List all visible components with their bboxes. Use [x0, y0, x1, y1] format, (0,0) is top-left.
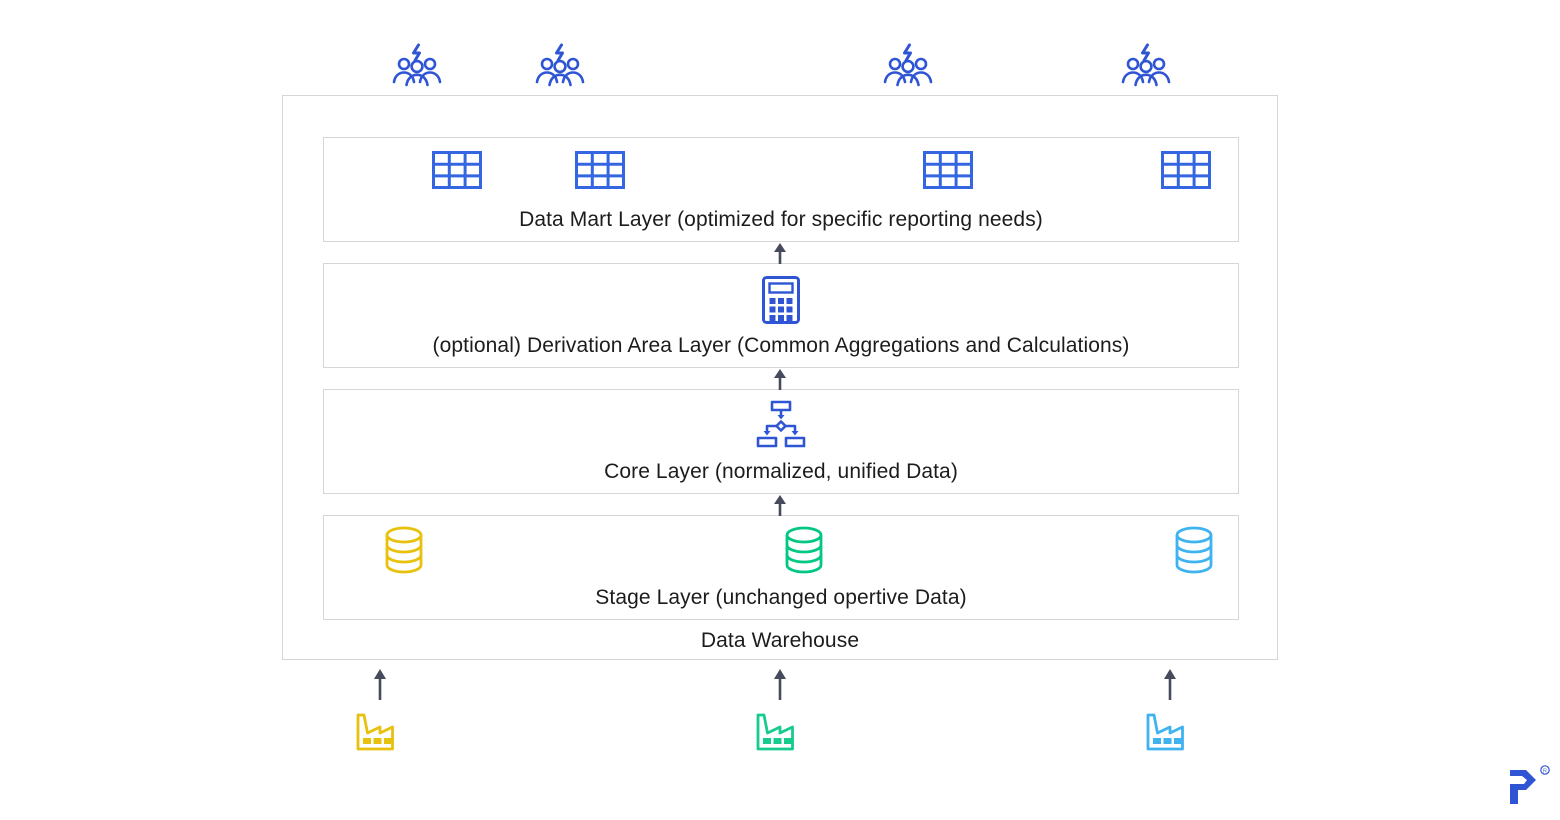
arrow-source-1-up: [372, 668, 388, 700]
arrow-stage-to-core: [772, 494, 788, 516]
arrow-source-3-up: [1162, 668, 1178, 700]
layer-core-label: Core Layer (normalized, unified Data): [604, 460, 958, 483]
data-warehouse-label: Data Warehouse: [700, 629, 860, 652]
source-system-3: [1142, 668, 1198, 753]
consumer-1: [390, 42, 444, 90]
data-mart-table-icons: [324, 148, 1238, 192]
calculator-icon: [760, 274, 802, 326]
consumer-2: [533, 42, 587, 90]
layer-derivation-area: (optional) Derivation Area Layer (Common…: [323, 263, 1239, 368]
users-lightning-icon: [390, 42, 444, 90]
layer-derivation-area-label: (optional) Derivation Area Layer (Common…: [432, 334, 1130, 357]
brand-logo: R: [1500, 764, 1552, 810]
stage-db-green: [780, 524, 828, 576]
svg-text:R: R: [1543, 768, 1547, 774]
users-lightning-icon: [1119, 42, 1173, 90]
factory-icon: [1144, 703, 1196, 753]
table-grid-icon-3: [922, 148, 974, 192]
layer-core: Core Layer (normalized, unified Data): [323, 389, 1239, 494]
arrow-deriv-to-mart: [772, 242, 788, 264]
arrow-core-to-deriv: [772, 368, 788, 390]
arrow-source-2-up: [772, 668, 788, 700]
layer-stage-label: Stage Layer (unchanged opertive Data): [595, 586, 967, 609]
stage-db-blue: [1170, 524, 1218, 576]
layer-data-mart: Data Mart Layer (optimized for specific …: [323, 137, 1239, 242]
stage-db-yellow: [380, 524, 428, 576]
data-warehouse-container: Data Mart Layer (optimized for specific …: [282, 95, 1278, 660]
table-grid-icon-4: [1160, 148, 1212, 192]
layer-stage: Stage Layer (unchanged opertive Data): [323, 515, 1239, 620]
table-grid-icon-2: [574, 148, 626, 192]
factory-icon: [354, 703, 406, 753]
source-system-2: [752, 668, 808, 753]
source-system-1: [352, 668, 408, 753]
consumer-4: [1119, 42, 1173, 90]
factory-icon: [754, 703, 806, 753]
hierarchy-flow-icon: [755, 400, 807, 450]
layer-data-mart-label: Data Mart Layer (optimized for specific …: [519, 208, 1043, 231]
consumer-3: [881, 42, 935, 90]
users-lightning-icon: [533, 42, 587, 90]
consumer-row: [282, 42, 1278, 92]
users-lightning-icon: [881, 42, 935, 90]
table-grid-icon-1: [431, 148, 483, 192]
